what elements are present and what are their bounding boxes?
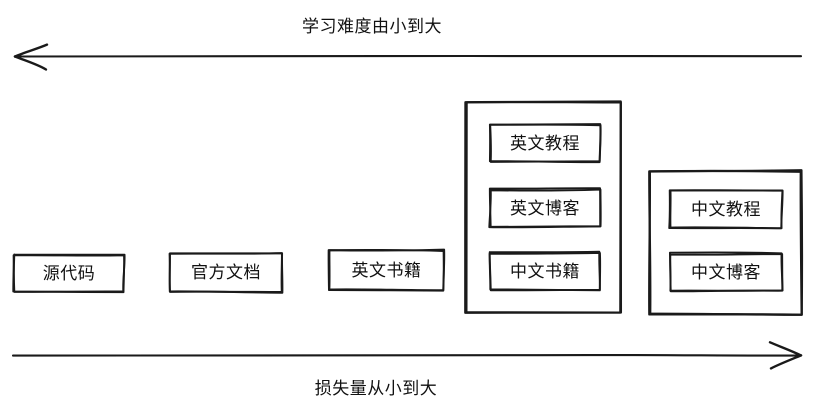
node-box-1[interactable]: 官方文档: [170, 253, 282, 292]
bottom-axis-caption: 损失量从小到大: [314, 379, 438, 398]
node-label: 英文教程: [510, 133, 580, 153]
group-0-node-1[interactable]: 英文博客: [490, 189, 600, 227]
group-1-node-0[interactable]: 中文教程: [670, 190, 782, 228]
node-label: 中文书籍: [510, 261, 580, 281]
node-box-2[interactable]: 英文书籍: [329, 250, 444, 290]
group-1-node-1[interactable]: 中文博客: [670, 253, 782, 291]
node-label: 中文教程: [691, 199, 761, 219]
node-label: 英文书籍: [351, 260, 422, 280]
node-label: 中文博客: [691, 262, 761, 282]
group-0-node-0[interactable]: 英文教程: [490, 124, 600, 162]
group-0-node-2[interactable]: 中文书籍: [490, 252, 600, 290]
node-box-0[interactable]: 源代码: [14, 254, 124, 292]
node-label: 英文博客: [510, 198, 580, 218]
top-axis-caption: 学习难度由小到大: [302, 17, 442, 36]
node-label: 官方文档: [191, 263, 261, 282]
node-label: 源代码: [42, 263, 96, 283]
difficulty-axis-arrow: [13, 43, 803, 71]
loss-axis-arrow: [11, 341, 803, 370]
